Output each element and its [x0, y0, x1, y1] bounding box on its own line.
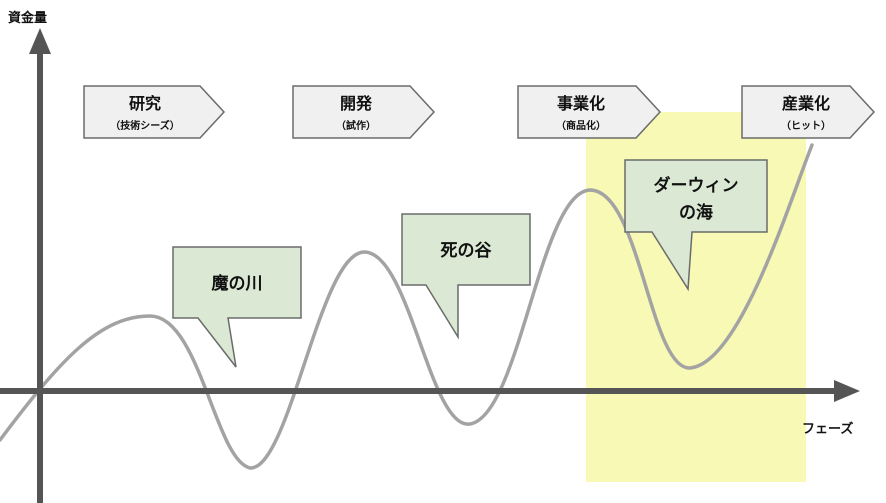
callout-bubble	[172, 246, 302, 368]
stage-arrow-shape	[292, 85, 436, 139]
callout-valley-of-death: 死の谷	[401, 213, 531, 340]
funding-curve	[0, 143, 814, 470]
callout-text: ダーウィン	[654, 175, 739, 196]
stage-title: 事業化	[557, 94, 605, 113]
stage-arrow-shape	[83, 85, 226, 139]
stage-arrow-shape	[741, 85, 876, 139]
stage-subtitle: （ヒット）	[781, 119, 831, 132]
stage-title: 研究	[129, 94, 161, 113]
stage-subtitle: （試作）	[336, 119, 376, 132]
stage-development: 開発 （試作）	[292, 85, 436, 139]
callout-bubble	[624, 159, 768, 292]
y-axis-label: 資金量	[8, 10, 47, 26]
callout-bubble	[401, 213, 531, 340]
stage-industrialization: 産業化 （ヒット）	[741, 85, 876, 139]
stage-commercialization: 事業化 （商品化）	[517, 85, 662, 139]
x-axis	[0, 380, 860, 402]
stage-subtitle: （商品化）	[556, 119, 606, 132]
stage-research: 研究 （技術シーズ）	[83, 85, 226, 139]
x-axis-arrowhead	[834, 380, 860, 402]
callout-text: 死の谷	[441, 241, 493, 261]
callout-text: 魔の川	[212, 273, 263, 294]
stage-title: 開発	[340, 94, 373, 113]
y-axis-arrowhead	[29, 28, 51, 54]
callout-devils-river: 魔の川	[172, 246, 302, 368]
stage-title: 産業化	[782, 94, 830, 113]
y-axis	[29, 28, 51, 503]
callout-darwinian-sea: ダーウィン の海	[624, 159, 768, 292]
x-axis-label: フェーズ	[802, 421, 853, 437]
callout-text: の海	[679, 202, 713, 223]
stage-subtitle: （技術シーズ）	[110, 119, 180, 132]
stage-arrow-shape	[517, 85, 662, 139]
